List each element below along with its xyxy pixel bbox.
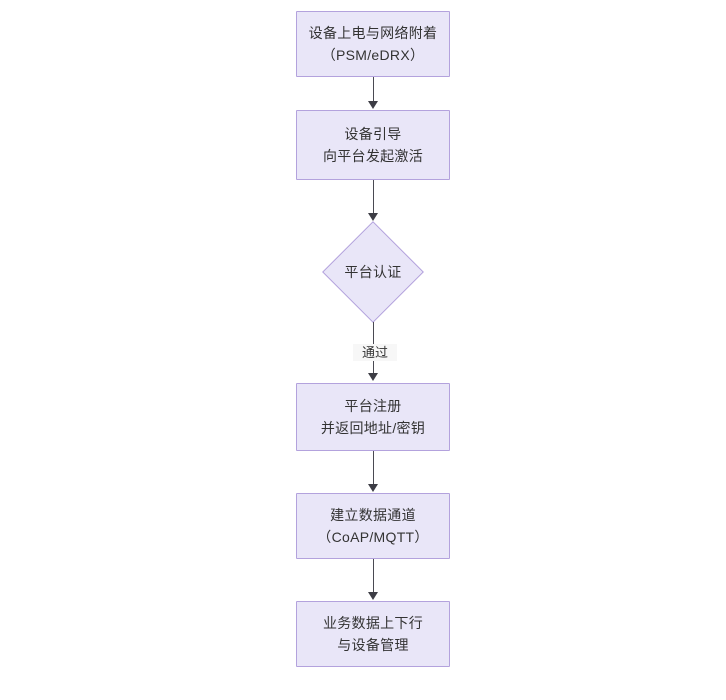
flow-node-data-channel-line-1: 建立数据通道 xyxy=(330,507,416,523)
flow-edge-channel-to-business xyxy=(373,559,374,593)
flow-node-data-channel[interactable]: 建立数据通道 （CoAP/MQTT） xyxy=(296,493,450,559)
flow-node-bootstrap-line-2: 向平台发起激活 xyxy=(322,148,424,164)
flow-node-platform-register-line-1: 平台注册 xyxy=(344,398,402,414)
flow-node-bootstrap-line-1: 设备引导 xyxy=(344,126,402,142)
flow-node-platform-register[interactable]: 平台注册 并返回地址/密钥 xyxy=(296,383,450,451)
flow-edge-label-pass: 通过 xyxy=(353,344,397,361)
flow-node-bootstrap[interactable]: 设备引导 向平台发起激活 xyxy=(296,110,450,180)
flow-node-business-data-line-2: 与设备管理 xyxy=(337,637,409,653)
flow-edge-channel-to-business-arrow-icon xyxy=(368,592,378,600)
flow-node-business-data[interactable]: 业务数据上下行 与设备管理 xyxy=(296,601,450,667)
flow-node-power-on[interactable]: 设备上电与网络附着 （PSM/eDRX） xyxy=(296,11,450,77)
flow-edge-auth-to-register-arrow-icon xyxy=(368,373,378,381)
flow-node-data-channel-line-2: （CoAP/MQTT） xyxy=(317,529,429,545)
flow-edge-bootstrap-to-auth xyxy=(373,180,374,214)
flow-edge-power-on-to-bootstrap xyxy=(373,77,374,102)
flow-node-platform-register-line-2: 并返回地址/密钥 xyxy=(320,420,426,436)
flow-edge-bootstrap-to-auth-arrow-icon xyxy=(368,213,378,221)
flow-edge-register-to-channel-arrow-icon xyxy=(368,484,378,492)
flow-edge-register-to-channel xyxy=(373,451,374,485)
flow-node-platform-auth[interactable]: 平台认证 xyxy=(321,221,425,323)
flow-edge-power-on-to-bootstrap-arrow-icon xyxy=(368,101,378,109)
flow-node-business-data-line-1: 业务数据上下行 xyxy=(322,615,424,631)
flow-node-platform-auth-label: 平台认证 xyxy=(344,264,402,280)
flow-node-power-on-line-2: （PSM/eDRX） xyxy=(321,47,425,63)
flow-node-power-on-line-1: 设备上电与网络附着 xyxy=(308,25,438,41)
